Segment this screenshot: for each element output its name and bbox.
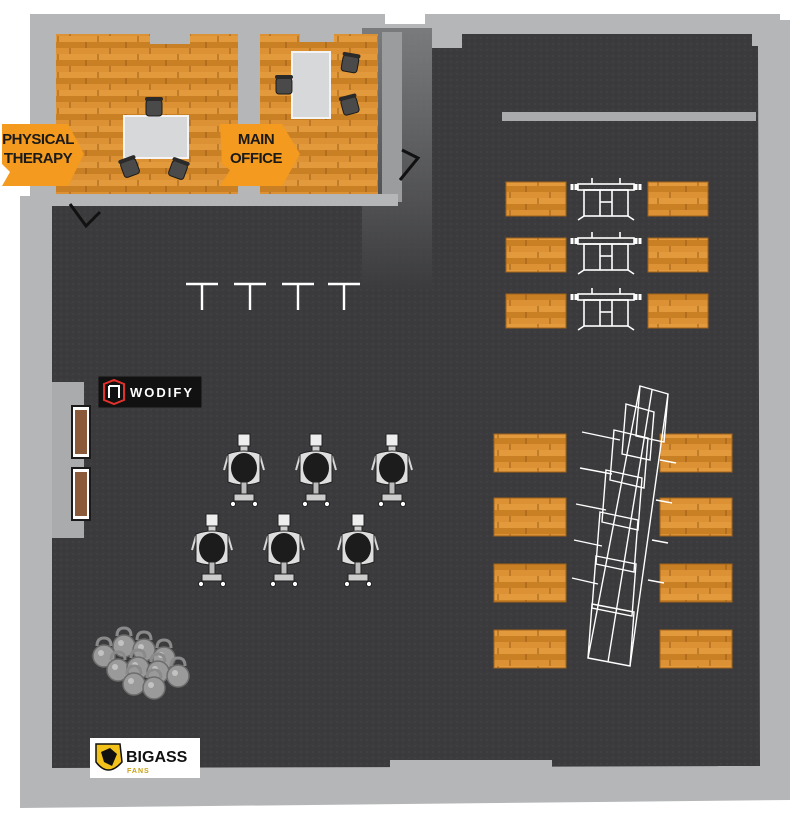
platform-low-left-1 (493, 433, 567, 473)
office-wall-notch (300, 30, 334, 42)
physical-therapy-label-line1: PHYSICAL (2, 131, 74, 148)
office-chair-3 (274, 74, 294, 95)
door-office[interactable] (398, 148, 421, 181)
bottom-wall-center (390, 760, 552, 798)
t-bar-1 (186, 282, 218, 310)
main-office-label-line2: OFFICE (230, 150, 282, 167)
t-bar-stations (186, 282, 360, 310)
platform-top-right-1 (647, 181, 709, 217)
gym-floor (52, 28, 760, 768)
platform-low-left-3 (493, 563, 567, 603)
pt-wall-notch (150, 30, 190, 44)
rooms-bottom-wall (52, 194, 398, 206)
physical-therapy-label[interactable]: PHYSICAL THERAPY (2, 124, 84, 186)
t-bar-2 (234, 282, 266, 310)
main-office-label-line1: MAIN (238, 131, 274, 148)
physical-therapy-label-line2: THERAPY (4, 150, 73, 167)
wodify-logo-text: WODIFY (130, 385, 194, 400)
bigass-fans-logo: BIGASS FANS (90, 738, 200, 778)
wodify-logo: WODIFY (97, 375, 203, 409)
platform-low-left-4 (493, 629, 567, 669)
hallway-wall (382, 32, 402, 202)
platform-low-left-2 (493, 497, 567, 537)
platform-low-right-1 (659, 433, 733, 473)
pull-up-rig (571, 385, 677, 667)
office-desk (291, 51, 331, 119)
platform-top-left-1 (505, 181, 567, 217)
platform-top-left-2 (505, 237, 567, 273)
lifting-platforms-lower (493, 433, 733, 669)
platform-top-right-3 (647, 293, 709, 329)
platform-top-left-3 (505, 293, 567, 329)
wodify-mark-icon (103, 378, 125, 406)
platform-low-right-3 (659, 563, 733, 603)
lifting-platforms-upper (505, 181, 709, 329)
t-bar-4 (328, 282, 360, 310)
platform-top-right-2 (647, 237, 709, 273)
door-pt[interactable] (68, 203, 102, 229)
platform-low-right-4 (659, 629, 733, 669)
platform-low-right-2 (659, 497, 733, 537)
t-bar-3 (282, 282, 314, 310)
bottom-wall-right (718, 766, 748, 798)
bigass-logo-line2: FANS (127, 768, 150, 775)
pt-table (123, 115, 189, 159)
partition-wall (502, 112, 756, 121)
column-left-wall (432, 24, 462, 48)
main-office-label[interactable]: MAIN OFFICE (220, 124, 300, 186)
tv-screens (71, 405, 91, 521)
bigass-logo-line1: BIGASS (126, 749, 188, 766)
bottom-wall-left (220, 770, 250, 800)
pt-chair-1 (144, 96, 164, 117)
